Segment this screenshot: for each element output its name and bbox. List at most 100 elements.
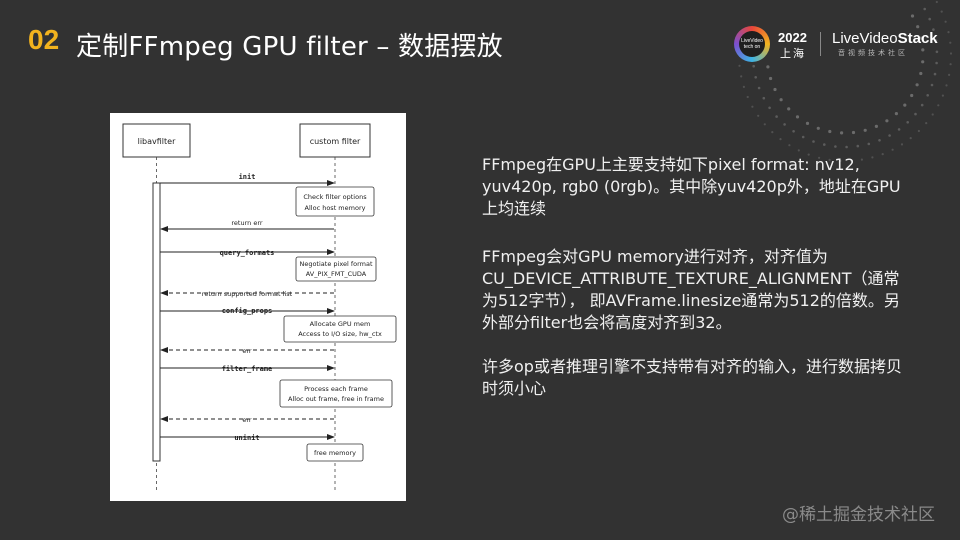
decorative-dot bbox=[949, 52, 953, 55]
decorative-dot bbox=[769, 76, 773, 81]
decorative-dot bbox=[932, 28, 935, 31]
decorative-dot bbox=[816, 126, 820, 130]
note-box-filter-frame bbox=[279, 379, 393, 408]
note-box-query-formats bbox=[295, 256, 377, 282]
paragraph-memory-alignment: FFmpeg会对GPU memory进行对齐，对齐值为CU_DEVICE_ATT… bbox=[482, 247, 900, 332]
logo-subtitle: 音视频技术社区 bbox=[838, 50, 908, 57]
logo-badge-text: LiveVideo tech on bbox=[739, 31, 765, 57]
message-label-config-props: config_props bbox=[222, 307, 273, 315]
section-number: 02 bbox=[28, 24, 60, 55]
decorative-dot bbox=[944, 20, 947, 23]
decorative-dot bbox=[807, 153, 810, 156]
decorative-dot bbox=[757, 86, 761, 90]
page-title: 定制FFmpeg GPU filter – 数据摆放 bbox=[76, 32, 503, 62]
decorative-dot bbox=[906, 121, 909, 124]
note-uninit-line-1: free memory bbox=[314, 449, 356, 457]
decorative-dot bbox=[947, 30, 950, 34]
logo-brand-bold: Stack bbox=[897, 30, 938, 47]
decorative-dot bbox=[871, 156, 874, 159]
decorative-dot bbox=[919, 71, 923, 76]
decorative-dot bbox=[941, 94, 945, 97]
decorative-dot bbox=[917, 129, 921, 133]
decorative-dot bbox=[916, 25, 920, 29]
decorative-dot bbox=[894, 112, 899, 116]
decorative-dot bbox=[888, 134, 891, 137]
decorative-dot bbox=[779, 98, 783, 102]
logo-divider bbox=[820, 32, 821, 56]
decorative-dot bbox=[930, 83, 934, 87]
decorative-dot bbox=[768, 106, 771, 110]
participant-box-libavfilter bbox=[122, 123, 191, 158]
decorative-dot bbox=[788, 144, 791, 147]
decorative-dot bbox=[910, 14, 915, 18]
decorative-dot bbox=[839, 159, 842, 162]
decorative-dot bbox=[926, 94, 929, 97]
decorative-dot bbox=[797, 149, 800, 152]
note-box-config-props bbox=[283, 315, 397, 343]
note-box-uninit bbox=[306, 443, 364, 462]
note-query-formats-line-2: AV_PIX_FMT_CUDA bbox=[306, 270, 367, 278]
message-label-return-format-list: return supported format list bbox=[202, 290, 293, 298]
decorative-dot bbox=[766, 65, 770, 69]
message-label-init: init bbox=[239, 173, 256, 181]
watermark: @稀土掘金技术社区 bbox=[782, 505, 935, 525]
note-filter-frame-line-1: Process each frame bbox=[304, 385, 368, 393]
logo-brand-prefix: LiveVideo bbox=[832, 30, 898, 47]
decorative-dot bbox=[915, 83, 919, 87]
conference-logo: LiveVideo tech on 2022 上海 LiveVideoStack… bbox=[734, 26, 944, 66]
decorative-dot bbox=[752, 64, 755, 68]
decorative-dot bbox=[921, 48, 925, 52]
decorative-dot bbox=[935, 50, 939, 54]
decorative-dot bbox=[940, 10, 943, 13]
decorative-dot bbox=[805, 121, 810, 125]
decorative-dot bbox=[914, 112, 917, 116]
decorative-dot bbox=[856, 144, 860, 148]
decorative-dot bbox=[891, 148, 894, 151]
decorative-dot bbox=[845, 145, 848, 149]
logo-badge-icon: LiveVideo tech on bbox=[734, 26, 770, 62]
decorative-dot bbox=[925, 122, 928, 125]
decorative-dot bbox=[921, 60, 925, 64]
decorative-dot bbox=[812, 140, 815, 143]
decorative-dot bbox=[787, 107, 791, 111]
note-box-init bbox=[295, 186, 375, 217]
decorative-dot bbox=[897, 128, 901, 131]
decorative-dot bbox=[738, 64, 741, 67]
decorative-dot bbox=[823, 143, 826, 146]
decorative-dot bbox=[851, 130, 856, 135]
decorative-dot bbox=[840, 131, 844, 135]
decorative-dot bbox=[933, 72, 937, 76]
paragraph-pixel-formats: FFmpeg在GPU上主要支持如下pixel format: nv12, yuv… bbox=[482, 155, 901, 218]
participant-libavfilter: libavfilter bbox=[138, 137, 176, 146]
decorative-dot bbox=[792, 130, 795, 133]
note-filter-frame-line-2: Alloc out frame, free in frame bbox=[288, 395, 384, 403]
decorative-dot bbox=[795, 115, 800, 119]
participant-custom-filter: custom filter bbox=[310, 137, 361, 146]
decorative-dot bbox=[757, 114, 760, 117]
decorative-dot bbox=[850, 159, 853, 162]
message-label-filter-frame: filter_frame bbox=[222, 365, 273, 373]
decorative-dot bbox=[771, 131, 774, 134]
decorative-dot bbox=[828, 129, 832, 134]
decorative-dot bbox=[935, 0, 938, 4]
decorative-dot bbox=[773, 87, 777, 92]
note-init-line-1: Check filter options bbox=[303, 193, 367, 201]
note-query-formats-line-1: Negotiate pixel format bbox=[299, 260, 373, 268]
logo-year: 2022 bbox=[778, 30, 807, 45]
decorative-dot bbox=[934, 39, 938, 42]
decorative-dot bbox=[949, 63, 952, 66]
note-config-props-line-1: Allocate GPU mem bbox=[310, 320, 371, 328]
decorative-dot bbox=[863, 128, 867, 132]
decorative-dot bbox=[928, 17, 931, 21]
decorative-dot bbox=[779, 138, 782, 141]
sequence-diagram-svg: libavfilter custom filter init return er… bbox=[122, 123, 397, 491]
note-init-line-2: Alloc host memory bbox=[305, 204, 366, 212]
decorative-dot bbox=[860, 158, 864, 161]
decorative-dot bbox=[874, 124, 879, 128]
sequence-diagram: libavfilter custom filter init return er… bbox=[110, 113, 406, 501]
activation-bar bbox=[152, 182, 161, 462]
decorative-dot bbox=[948, 73, 951, 76]
decorative-dot bbox=[900, 143, 904, 146]
decorative-dot bbox=[775, 115, 778, 118]
